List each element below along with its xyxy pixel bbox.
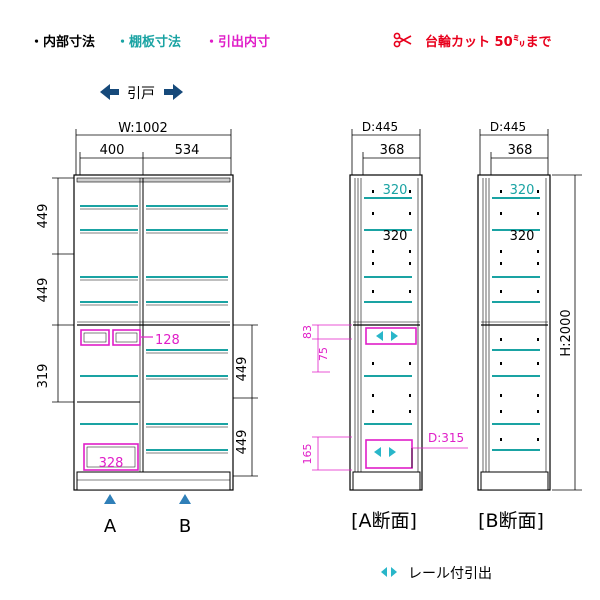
section-a-depth-inner: 368 — [380, 143, 405, 158]
section-a-caption: [A断面] — [351, 510, 417, 532]
legend-caster-cut: 台輪カット 50㍉まで — [425, 35, 552, 50]
drawer-height-label: 128 — [155, 333, 180, 348]
drawer-width-label: 328 — [99, 456, 124, 471]
section-a-shelf-second: 320 — [383, 229, 408, 244]
front-height-3: 319 — [36, 364, 51, 389]
section-b-caption: [B断面] — [478, 510, 544, 532]
dim-83: 83 — [301, 325, 314, 339]
marker-a-arrow — [104, 494, 116, 504]
dim-d315: D:315 — [428, 431, 464, 445]
total-height-label: H:2000 — [559, 309, 574, 356]
legend-shelf: ・棚板寸法 — [116, 35, 182, 50]
section-a-cabinet — [349, 174, 423, 491]
marker-b-arrow — [179, 494, 191, 504]
dim-165: 165 — [301, 444, 314, 465]
section-a-shelves — [364, 197, 412, 425]
front-right-height-2: 449 — [235, 430, 250, 455]
front-height-1: 449 — [36, 204, 51, 229]
front-right-height-dims — [231, 324, 258, 477]
front-shelf-edges — [80, 208, 228, 454]
rail-legend-icon — [381, 567, 397, 577]
section-b-shelf-top: 320 — [510, 183, 535, 198]
section-a-depth-total: D:445 — [362, 120, 398, 134]
front-width-right: 534 — [175, 143, 200, 158]
front-height-2: 449 — [36, 278, 51, 303]
dim-75: 75 — [317, 347, 330, 361]
front-width-left: 400 — [100, 143, 125, 158]
rail-arrows-lower — [374, 447, 396, 457]
front-width-total: W:1002 — [118, 121, 168, 136]
section-a-depth-dims — [351, 129, 421, 178]
section-b-shelf-second: 320 — [510, 229, 535, 244]
sliding-door-arrows — [100, 84, 183, 100]
scissors-icon — [393, 32, 412, 48]
legend-drawer: ・引出内寸 — [205, 35, 271, 50]
front-left-height-dims — [52, 177, 76, 403]
section-b-depth-total: D:445 — [490, 120, 526, 134]
section-b-shelves — [492, 197, 540, 451]
section-a-drawers — [365, 327, 417, 469]
section-b-cabinet — [477, 174, 551, 491]
rail-arrows-upper — [376, 331, 398, 341]
section-b-depth-dims — [479, 129, 549, 178]
section-b-shelf-pins — [500, 190, 539, 441]
total-height-dim — [552, 174, 582, 491]
marker-b-label: B — [179, 516, 191, 537]
legend-interior: ・内部寸法 — [30, 35, 96, 50]
section-a-shelf-pins — [372, 190, 411, 413]
section-b-depth-inner: 368 — [508, 143, 533, 158]
front-shelves — [80, 205, 228, 451]
front-lower-drawer — [83, 443, 139, 471]
front-right-height-1: 449 — [235, 357, 250, 382]
marker-a-label: A — [104, 516, 117, 537]
rail-legend-label: レール付引出 — [408, 566, 492, 582]
front-width-dims — [75, 129, 232, 178]
front-cabinet — [73, 174, 234, 491]
front-upper-drawers — [80, 329, 153, 346]
section-a-drawer-dims — [312, 324, 468, 471]
section-a-shelf-top: 320 — [383, 183, 408, 198]
sliding-door-label: 引戸 — [127, 86, 155, 102]
